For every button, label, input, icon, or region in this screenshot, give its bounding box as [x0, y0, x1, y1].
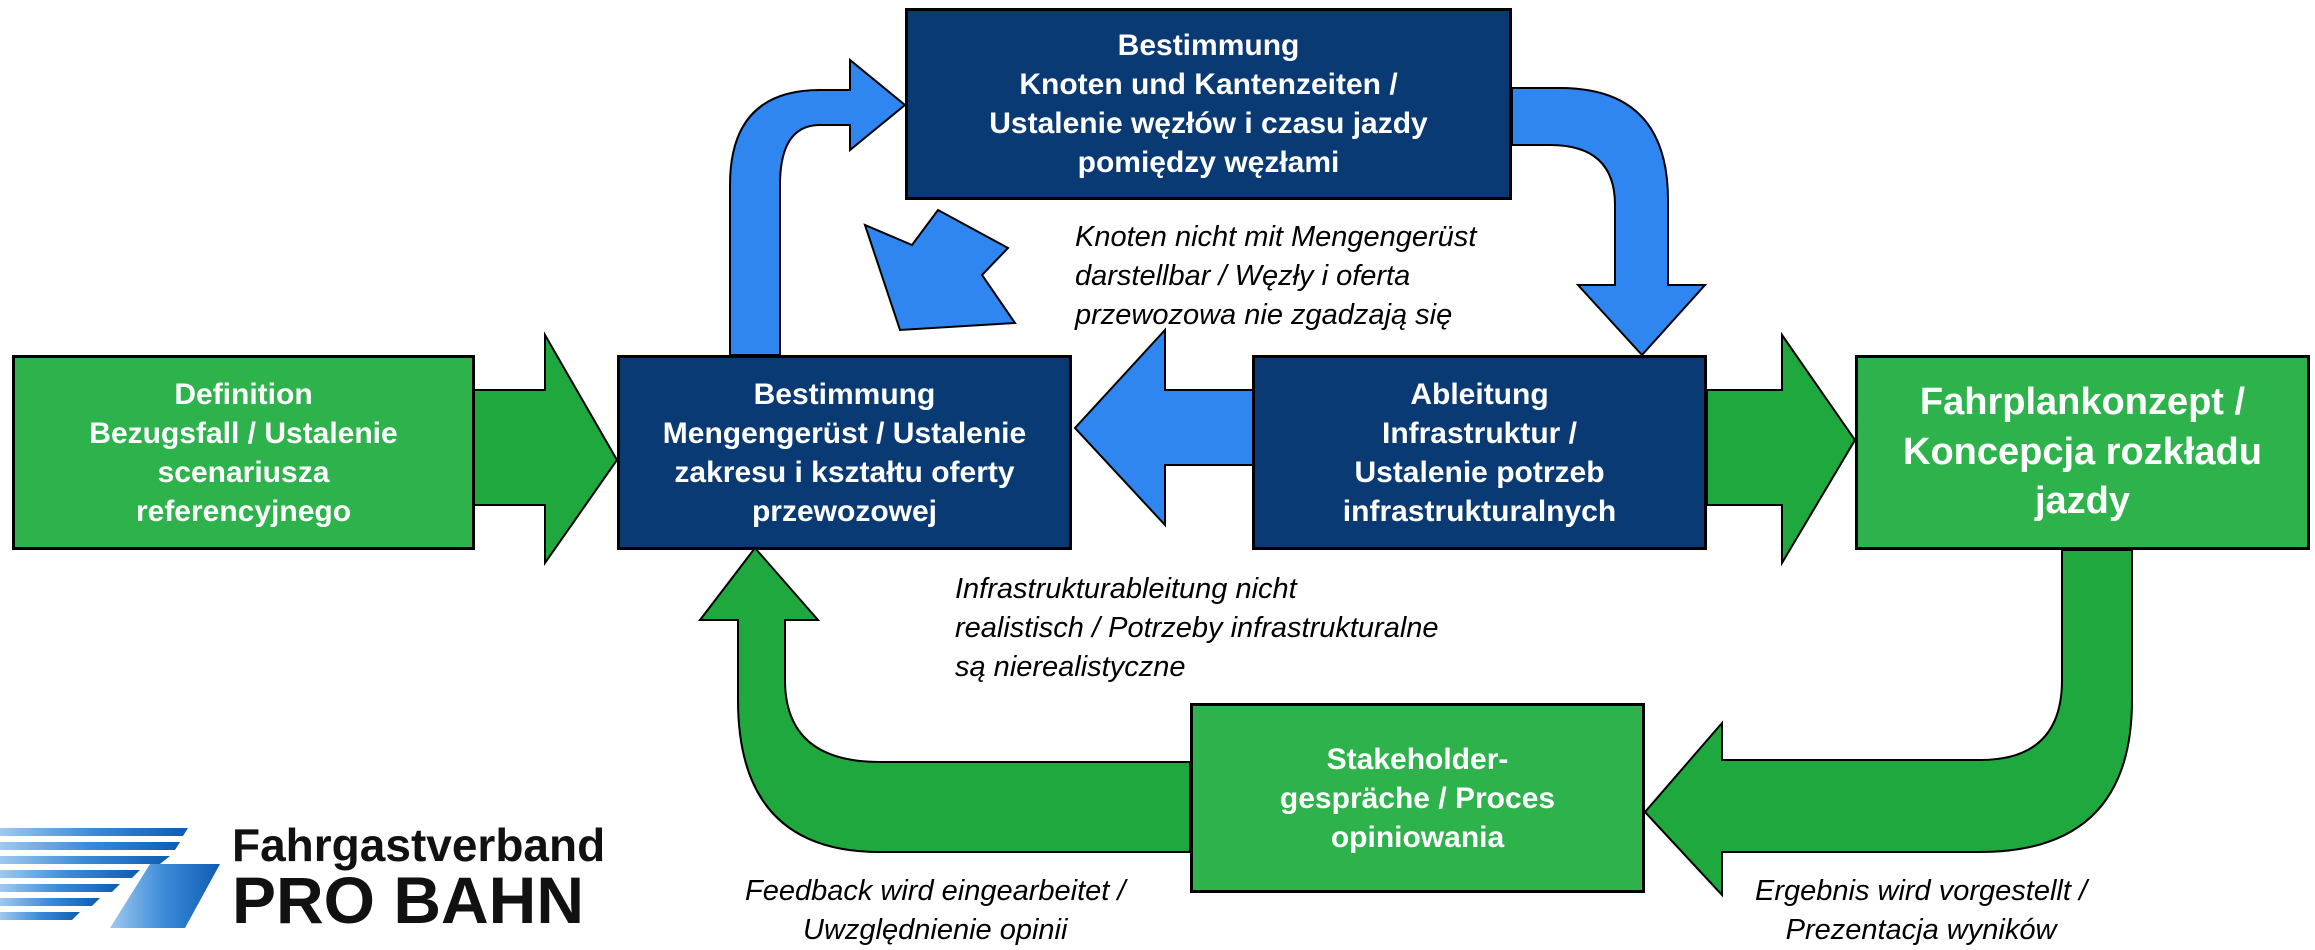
- fahrplankonzept-box: Fahrplankonzept / Koncepcja rozkładu jaz…: [1855, 355, 2310, 550]
- logo-text-line2: PRO BAHN: [232, 863, 585, 937]
- infrastruktur-box: Ableitung Infrastruktur / Ustalenie potr…: [1252, 355, 1707, 550]
- definition-box: Definition Bezugsfall / Ustalenie scenar…: [12, 355, 475, 550]
- knoten-label: Bestimmung Knoten und Kantenzeiten / Ust…: [989, 29, 1428, 179]
- logo-text-line1: Fahrgastverband: [232, 819, 606, 871]
- fahrplankonzept-label: Fahrplankonzept / Koncepcja rozkładu jaz…: [1903, 381, 2262, 523]
- arrow-definition-to-mengen: [469, 331, 619, 567]
- mengengeruest-label: Bestimmung Mengengerüst / Ustalenie zakr…: [662, 377, 1027, 528]
- infrastruktur-label: Ableitung Infrastruktur / Ustalenie potr…: [1342, 377, 1617, 528]
- pro-bahn-logo: Fahrgastverband PRO BAHN: [0, 800, 605, 945]
- stakeholder-box: Stakeholder- gespräche / Proces opiniowa…: [1190, 703, 1645, 893]
- arrow-infra-to-fahrplan: [1706, 331, 1857, 567]
- mengengeruest-box: Bestimmung Mengengerüst / Ustalenie zakr…: [617, 355, 1072, 550]
- arrow-knoten-feedback: [863, 208, 1017, 332]
- feedback-note: Feedback wird eingearbeitet / Uwzględnie…: [745, 875, 1126, 947]
- knoten-box: Bestimmung Knoten und Kantenzeiten / Ust…: [905, 8, 1512, 200]
- arrow-mengen-to-knoten: [729, 57, 907, 356]
- ergebnis-note: Ergebnis wird vorgestellt / Prezentacja …: [1755, 875, 2088, 947]
- arrow-knoten-to-infra: [1511, 87, 1708, 357]
- stakeholder-label: Stakeholder- gespräche / Proces opiniowa…: [1279, 742, 1556, 854]
- knoten-feedback-note: Knoten nicht mit Mengengerüst darstellba…: [1075, 221, 1477, 332]
- pro-bahn-logo-mark: [0, 828, 220, 928]
- infra-feedback-note: Infrastrukturableitung nicht realistisch…: [955, 573, 1439, 684]
- arrow-infra-to-mengen: [1073, 327, 1256, 528]
- arrow-stakeholder-to-mengen: [697, 546, 1191, 853]
- arrow-fahrplan-to-stakeholder: [1643, 549, 2133, 898]
- definition-label: Definition Bezugsfall / Ustalenie scenar…: [89, 377, 398, 528]
